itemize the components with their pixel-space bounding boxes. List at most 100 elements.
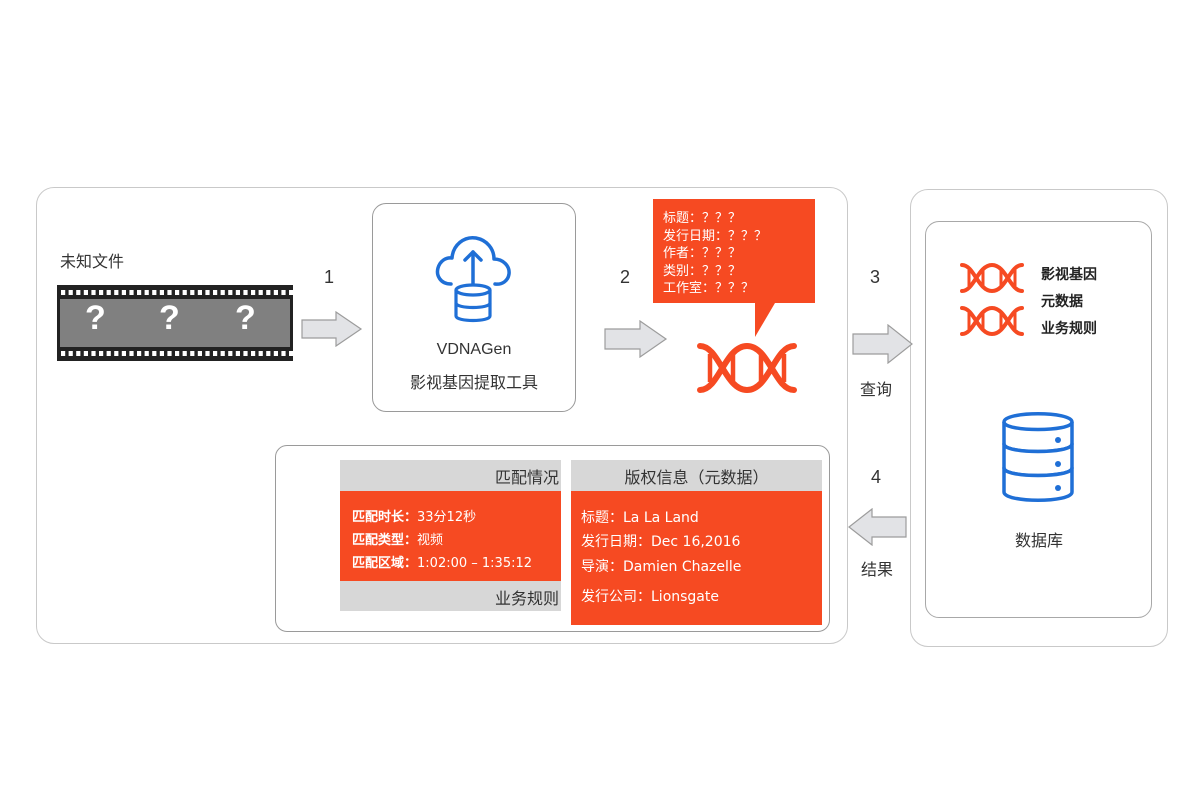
- match-card-footer: 业务规则: [340, 581, 561, 611]
- step-2-number: 2: [620, 267, 631, 287]
- cloud-upload-database-icon: [435, 236, 511, 323]
- copyright-card-header: 版权信息（元数据）: [571, 460, 822, 491]
- bubble-line: 发行日期：？？？: [663, 228, 768, 244]
- result-label: 结果: [861, 560, 894, 579]
- database-label: 数据库: [1015, 531, 1064, 550]
- bubble-line: 标题：？？？: [663, 211, 742, 226]
- film-sprocket-hole: [61, 351, 66, 356]
- copyright-card: 版权信息（元数据） 标题：La La Land 发行日期：Dec 16,2016…: [571, 460, 822, 625]
- film-sprocket-hole: [76, 290, 81, 295]
- bubble-line: 类别：？？？: [663, 263, 742, 279]
- arrow-right-icon: [301, 311, 363, 347]
- film-sprocket-hole: [152, 290, 157, 295]
- film-sprocket-hole: [167, 290, 172, 295]
- film-sprocket-hole: [83, 351, 88, 356]
- question-mark-3: ?: [235, 299, 256, 337]
- film-sprocket-hole: [68, 290, 73, 295]
- film-sprocket-hole: [182, 290, 187, 295]
- speech-bubble-shape: [653, 199, 815, 337]
- film-sprocket-hole: [68, 351, 73, 356]
- film-sprocket-hole: [220, 351, 225, 356]
- film-sprocket-hole: [137, 351, 142, 356]
- film-sprocket-hole: [144, 290, 149, 295]
- film-sprocket-hole: [159, 290, 164, 295]
- legend-item-metadata: 元数据: [1041, 294, 1083, 310]
- match-card: 匹配情况 匹配时长：33分12秒 匹配类型：视频 匹配区域：1:02:00 – …: [340, 460, 561, 611]
- film-sprocket-hole: [175, 351, 180, 356]
- film-sprocket-hole: [137, 290, 142, 295]
- match-row: 匹配类型：视频: [352, 533, 444, 548]
- question-mark-1: ?: [85, 299, 106, 337]
- film-sprocket-hole: [243, 351, 248, 356]
- copyright-line: 导演：Damien Chazelle: [581, 559, 742, 575]
- film-sprocket-hole: [129, 290, 134, 295]
- database-icon: [1002, 412, 1074, 502]
- film-sprocket-hole: [144, 351, 149, 356]
- film-sprocket-hole: [251, 290, 256, 295]
- film-sprocket-hole: [281, 351, 286, 356]
- film-sprocket-hole: [91, 351, 96, 356]
- copyright-card-body: 标题：La La Land 发行日期：Dec 16,2016 导演：Damien…: [571, 491, 822, 625]
- film-sprocket-hole: [197, 351, 202, 356]
- match-card-header: 匹配情况: [340, 460, 561, 491]
- film-sprocket-hole: [289, 351, 294, 356]
- film-sprocket-hole: [61, 290, 66, 295]
- film-sprocket-hole: [205, 351, 210, 356]
- film-sprocket-hole: [213, 351, 218, 356]
- dna-icon: [697, 342, 797, 394]
- film-strip-icon: ? ? ?: [57, 285, 294, 361]
- film-sprocket-hole: [106, 351, 111, 356]
- film-sprocket-hole: [205, 290, 210, 295]
- film-sprocket-hole: [243, 290, 248, 295]
- film-sprocket-hole: [289, 290, 294, 295]
- arrow-right-icon: [852, 324, 913, 364]
- film-sprocket-hole: [235, 290, 240, 295]
- match-row: 匹配时长：33分12秒: [352, 510, 477, 525]
- copyright-line: 发行公司：Lionsgate: [581, 589, 719, 605]
- film-sprocket-hole: [190, 290, 195, 295]
- step-4-number: 4: [871, 467, 882, 487]
- match-card-body: 匹配时长：33分12秒 匹配类型：视频 匹配区域：1:02:00 – 1:35:…: [340, 491, 561, 581]
- film-sprocket-hole: [213, 290, 218, 295]
- film-sprocket-hole: [228, 351, 233, 356]
- question-mark-2: ?: [159, 299, 180, 337]
- film-sprocket-hole: [190, 351, 195, 356]
- query-label: 查询: [860, 380, 893, 399]
- film-sprocket-hole: [235, 351, 240, 356]
- film-sprocket-hole: [273, 351, 278, 356]
- film-sprocket-hole: [228, 290, 233, 295]
- film-sprocket-hole: [159, 351, 164, 356]
- film-sprocket-hole: [99, 351, 104, 356]
- film-sprocket-hole: [182, 351, 187, 356]
- vdnagen-tool-box: VDNAGen 影视基因提取工具: [372, 203, 576, 412]
- legend-item-gene: 影视基因: [1041, 267, 1097, 283]
- film-sprocket-hole: [129, 351, 134, 356]
- film-sprocket-hole: [281, 290, 286, 295]
- unknown-file-label: 未知文件: [60, 252, 125, 271]
- bubble-text: 标题：？？？ 发行日期：？？？ 作者：？？？ 类别：？？？ 工作室：？？？: [663, 210, 767, 298]
- legend-item-rules: 业务规则: [1041, 321, 1097, 337]
- film-sprocket-hole: [114, 290, 119, 295]
- film-sprocket-hole: [220, 290, 225, 295]
- film-sprocket-hole: [266, 351, 271, 356]
- copyright-line: 标题：La La Land: [581, 510, 699, 526]
- tool-name: VDNAGen: [436, 341, 512, 358]
- film-sprocket-hole: [83, 290, 88, 295]
- film-sprocket-hole: [121, 351, 126, 356]
- match-footer-text: 业务规则: [494, 589, 559, 608]
- film-sprocket-hole: [175, 290, 180, 295]
- film-sprocket-hole: [266, 290, 271, 295]
- film-sprocket-hole: [121, 290, 126, 295]
- film-sprocket-hole: [106, 290, 111, 295]
- bubble-line: 工作室：？？？: [663, 281, 755, 296]
- dna-icon: [960, 262, 1024, 294]
- film-sprocket-hole: [273, 290, 278, 295]
- film-sprocket-hole: [99, 290, 104, 295]
- copyright-line: 发行日期：Dec 16,2016: [581, 534, 741, 550]
- film-sprocket-hole: [152, 351, 157, 356]
- dna-icon: [960, 305, 1024, 337]
- film-sprocket-hole: [114, 351, 119, 356]
- film-sprocket-hole: [258, 351, 263, 356]
- film-sprocket-hole: [167, 351, 172, 356]
- step-1-number: 1: [324, 267, 335, 287]
